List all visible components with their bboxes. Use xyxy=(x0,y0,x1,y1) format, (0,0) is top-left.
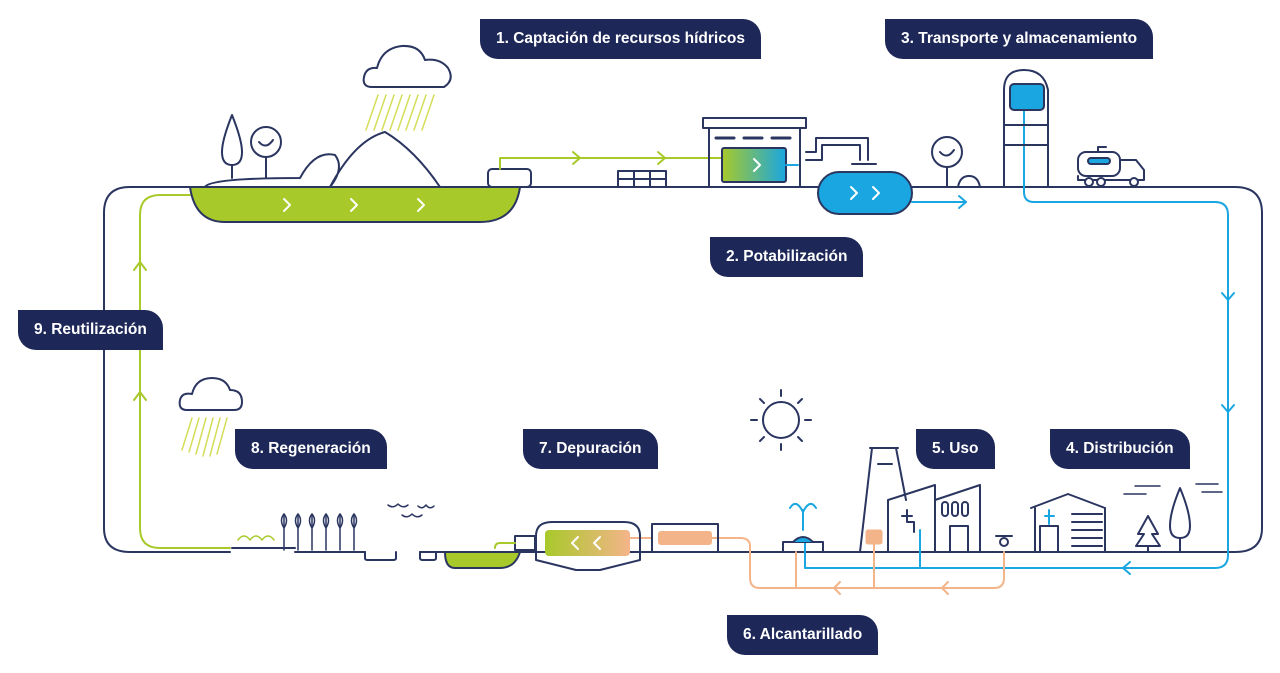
treated-pond xyxy=(444,551,521,569)
ground-loop xyxy=(103,186,1263,553)
tree-icon xyxy=(221,114,243,179)
tree-icon xyxy=(1135,487,1191,553)
house-icon xyxy=(1030,493,1106,553)
hill-icon xyxy=(204,131,441,188)
tree-icon xyxy=(250,126,282,179)
rain-icon xyxy=(365,94,435,131)
stage-label-depuracion: 7. Depuración xyxy=(523,429,658,469)
rain-icon xyxy=(181,417,228,457)
clean-water-pipe xyxy=(804,99,1235,575)
stage-label-transporte: 3. Transporte y almacenamiento xyxy=(885,19,1154,59)
bush-icon xyxy=(957,175,981,188)
regeneracion-scene xyxy=(178,377,437,561)
grid-box xyxy=(617,170,667,188)
clarifier-icon xyxy=(535,521,641,571)
stage-label-uso: 5. Uso xyxy=(916,429,995,469)
factory-icon xyxy=(859,447,981,553)
stage-label-regeneracion: 8. Regeneración xyxy=(235,429,387,469)
fountain-icon xyxy=(782,502,824,553)
truck-icon xyxy=(1077,146,1145,187)
transporte-scene xyxy=(931,69,1145,188)
sewer-pipe xyxy=(629,537,1005,595)
stage-label-alcantarillado: 6. Alcantarillado xyxy=(727,615,879,655)
distribucion-scene xyxy=(1030,483,1223,553)
stage-label-distribucion: 4. Distribución xyxy=(1050,429,1190,469)
tree-icon xyxy=(931,136,963,188)
wind-icon xyxy=(1123,483,1223,495)
sun-icon xyxy=(750,389,812,451)
intake-box xyxy=(487,168,532,188)
sewage-box xyxy=(865,529,883,545)
birds-icon xyxy=(387,503,435,518)
wheat-icon xyxy=(280,513,358,551)
tank-icon xyxy=(817,171,913,215)
stage-label-captacion: 1. Captación de recursos hídricos xyxy=(480,19,761,59)
potabilizacion-scene xyxy=(702,117,913,215)
cloud-icon xyxy=(362,44,452,88)
factory-icon xyxy=(702,117,807,188)
pipe-to-tank xyxy=(805,137,877,165)
valve-icon xyxy=(995,535,1013,547)
stage-label-potabilizacion: 2. Potabilización xyxy=(710,237,864,277)
reservoir-icon xyxy=(189,186,521,223)
depuracion-scene xyxy=(444,521,719,571)
raw-water-pipe xyxy=(499,151,723,170)
reuse-line xyxy=(133,194,231,549)
cloud-icon xyxy=(178,377,243,411)
water-tower-icon xyxy=(1003,69,1049,188)
irrigation-icon xyxy=(237,535,275,541)
stage-label-reutilizacion: 9. Reutilización xyxy=(18,310,163,350)
captacion-scene xyxy=(189,44,667,223)
treatment-tank xyxy=(651,523,719,553)
uso-scene xyxy=(750,389,1013,553)
